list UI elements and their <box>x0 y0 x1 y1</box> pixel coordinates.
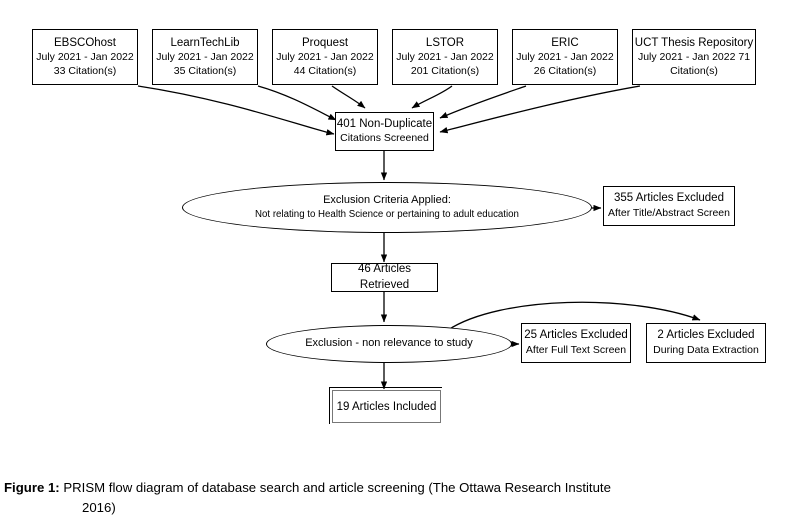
included-line1: 19 Articles Included <box>332 390 441 423</box>
source-count: 33 Citation(s) <box>53 64 117 77</box>
source-box-ebscohost: EBSCOhost July 2021 - Jan 2022 33 Citati… <box>32 29 138 85</box>
source-box-uct-thesis-repository: UCT Thesis Repository July 2021 - Jan 20… <box>632 29 756 85</box>
exclusion-criteria-ellipse: Exclusion Criteria Applied: Not relating… <box>182 182 592 233</box>
source-count: 44 Citation(s) <box>293 64 357 77</box>
source-box-proquest: Proquest July 2021 - Jan 2022 44 Citatio… <box>272 29 378 85</box>
screened-line2: Citations Screened <box>340 132 429 145</box>
source-count: Citation(s) <box>670 64 718 77</box>
source-count: 35 Citation(s) <box>173 64 237 77</box>
source-name: ERIC <box>551 36 579 49</box>
exclusion-relevance-ellipse: Exclusion - non relevance to study <box>266 325 512 363</box>
excluded-data-extraction-box: 2 Articles Excluded During Data Extracti… <box>646 323 766 363</box>
excluded-full-text-line1: 25 Articles Excluded <box>524 329 628 342</box>
figure-caption-line1: PRISM flow diagram of database search an… <box>63 480 611 495</box>
excluded-title-abstract-line2: After Title/Abstract Screen <box>608 206 730 219</box>
excluded-data-extraction-line2: During Data Extraction <box>653 343 759 356</box>
source-name: EBSCOhost <box>54 36 116 49</box>
screened-box: 401 Non-Duplicate Citations Screened <box>335 112 434 151</box>
source-name: UCT Thesis Repository <box>634 36 754 49</box>
source-period: July 2021 - Jan 2022 <box>36 50 134 63</box>
figure-label: Figure 1: <box>4 480 60 495</box>
exclusion-criteria-line1: Exclusion Criteria Applied: <box>323 194 451 207</box>
excluded-data-extraction-line1: 2 Articles Excluded <box>657 329 755 342</box>
source-period: July 2021 - Jan 2022 <box>516 50 614 63</box>
source-box-learntechlib: LearnTechLib July 2021 - Jan 2022 35 Cit… <box>152 29 258 85</box>
source-count: 201 Citation(s) <box>410 64 480 77</box>
screened-line1: 401 Non-Duplicate <box>336 117 433 130</box>
source-period: July 2021 - Jan 2022 <box>156 50 254 63</box>
source-name: Proquest <box>301 36 349 49</box>
retrieved-line1: 46 Articles Retrieved <box>357 263 412 291</box>
source-period: July 2021 - Jan 2022 <box>276 50 374 63</box>
excluded-full-text-line2: After Full Text Screen <box>525 343 627 356</box>
excluded-title-abstract-line1: 355 Articles Excluded <box>614 192 724 205</box>
included-box-shadow-frame <box>329 387 442 424</box>
source-period: July 2021 - Jan 2022 71 <box>637 50 751 63</box>
source-box-eric: ERIC July 2021 - Jan 2022 26 Citation(s) <box>512 29 618 85</box>
excluded-full-text-box: 25 Articles Excluded After Full Text Scr… <box>521 323 631 363</box>
source-name: LearnTechLib <box>170 36 240 49</box>
source-box-lstor: LSTOR July 2021 - Jan 2022 201 Citation(… <box>392 29 498 85</box>
figure-caption-line2: 2016) <box>82 500 116 516</box>
included-box: 19 Articles Included <box>329 387 442 424</box>
figure-caption: Figure 1: PRISM flow diagram of database… <box>0 478 794 519</box>
exclusion-criteria-line2: Not relating to Health Science or pertai… <box>255 209 519 221</box>
retrieved-box: 46 Articles Retrieved <box>331 263 438 292</box>
source-period: July 2021 - Jan 2022 <box>396 50 494 63</box>
source-count: 26 Citation(s) <box>533 64 597 77</box>
excluded-title-abstract-box: 355 Articles Excluded After Title/Abstra… <box>603 186 735 226</box>
source-name: LSTOR <box>425 36 465 49</box>
exclusion-relevance-line1: Exclusion - non relevance to study <box>305 337 473 350</box>
